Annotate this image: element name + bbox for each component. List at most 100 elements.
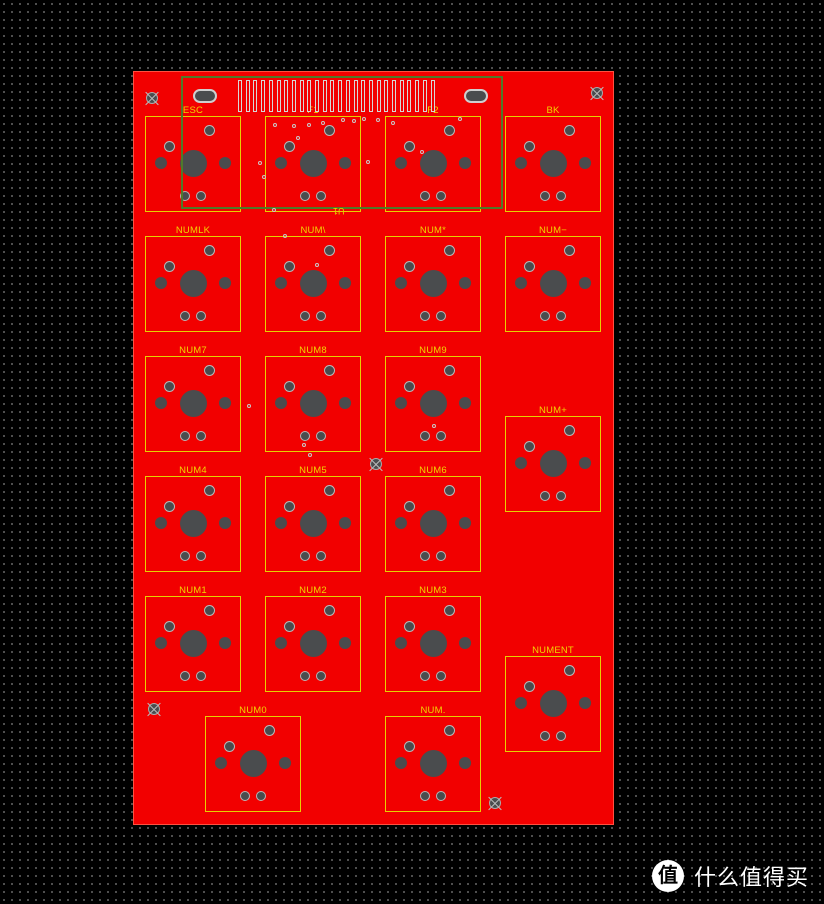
- usb-contact-finger: [361, 80, 366, 112]
- diode-pin: [316, 551, 326, 561]
- key-footprint[interactable]: [265, 116, 361, 212]
- switch-pad: [404, 381, 415, 392]
- usb-contact-finger: [392, 80, 396, 112]
- key-label: NUM−: [539, 225, 567, 236]
- switch-side-hole: [215, 757, 227, 769]
- usb-contact-finger: [399, 80, 404, 112]
- diode-pin: [240, 791, 250, 801]
- switch-side-hole: [395, 637, 407, 649]
- diode-pin: [436, 671, 446, 681]
- switch-center-hole: [540, 270, 567, 297]
- via-hole: [362, 117, 366, 121]
- switch-pad: [524, 681, 535, 692]
- switch-side-hole: [459, 157, 471, 169]
- switch-center-hole: [420, 510, 447, 537]
- diode-pin: [540, 731, 550, 741]
- key-footprint[interactable]: [145, 476, 241, 572]
- mounting-hole: [370, 458, 382, 470]
- key-footprint[interactable]: [505, 656, 601, 752]
- switch-side-hole: [155, 637, 167, 649]
- switch-pad: [404, 621, 415, 632]
- switch-side-hole: [339, 637, 351, 649]
- key-footprint[interactable]: [385, 236, 481, 332]
- switch-side-hole: [155, 517, 167, 529]
- key-footprint[interactable]: [505, 116, 601, 212]
- switch-side-hole: [219, 157, 231, 169]
- switch-pad: [204, 125, 215, 136]
- switch-side-hole: [515, 697, 527, 709]
- switch-side-hole: [275, 157, 287, 169]
- diode-pin: [420, 311, 430, 321]
- usb-contact-finger: [330, 80, 335, 112]
- switch-pad: [204, 485, 215, 496]
- via-hole: [273, 123, 277, 127]
- diode-pin: [300, 431, 310, 441]
- switch-center-hole: [300, 390, 327, 417]
- switch-side-hole: [579, 157, 591, 169]
- key-footprint[interactable]: [385, 356, 481, 452]
- switch-pad: [224, 741, 235, 752]
- switch-pad: [284, 621, 295, 632]
- mounting-hole: [489, 797, 501, 809]
- switch-pad: [444, 605, 455, 616]
- key-footprint[interactable]: [145, 116, 241, 212]
- key-label: NUM*: [419, 225, 447, 236]
- usb-contact-finger: [407, 80, 412, 112]
- switch-center-hole: [540, 450, 567, 477]
- switch-center-hole: [240, 750, 267, 777]
- switch-center-hole: [420, 750, 447, 777]
- diode-pin: [196, 671, 206, 681]
- key-footprint[interactable]: [505, 416, 601, 512]
- key-footprint[interactable]: [385, 596, 481, 692]
- usb-contact-finger: [245, 80, 250, 112]
- diode-pin: [196, 551, 206, 561]
- switch-side-hole: [219, 517, 231, 529]
- usb-contact-finger: [307, 80, 312, 112]
- switch-pad: [164, 261, 175, 272]
- via-hole: [366, 160, 370, 164]
- switch-pad: [204, 365, 215, 376]
- diode-pin: [180, 191, 190, 201]
- key-footprint[interactable]: [265, 356, 361, 452]
- diode-pin: [316, 431, 326, 441]
- diode-pin: [196, 311, 206, 321]
- key-footprint[interactable]: [265, 596, 361, 692]
- key-footprint[interactable]: [145, 356, 241, 452]
- via-hole: [341, 118, 345, 122]
- key-label: NUM.: [420, 705, 446, 716]
- diode-pin: [196, 191, 206, 201]
- diode-pin: [420, 791, 430, 801]
- usb-contact-finger: [376, 80, 381, 112]
- usb-contact-finger: [345, 80, 350, 112]
- switch-pad: [524, 441, 535, 452]
- via-hole: [420, 150, 424, 154]
- key-footprint[interactable]: [145, 596, 241, 692]
- usb-contact-finger: [238, 80, 242, 112]
- key-footprint[interactable]: [205, 716, 301, 812]
- key-footprint[interactable]: [265, 236, 361, 332]
- via-hole: [352, 119, 356, 123]
- switch-center-hole: [420, 150, 447, 177]
- via-hole: [458, 117, 462, 121]
- usb-contact-finger: [299, 80, 304, 112]
- switch-side-hole: [395, 517, 407, 529]
- switch-side-hole: [459, 517, 471, 529]
- via-hole: [432, 424, 436, 428]
- diode-pin: [420, 551, 430, 561]
- switch-pad: [564, 125, 575, 136]
- key-label: NUM8: [299, 345, 327, 356]
- key-footprint[interactable]: [385, 716, 481, 812]
- switch-pad: [284, 501, 295, 512]
- key-footprint[interactable]: [505, 236, 601, 332]
- key-label: NUM3: [419, 585, 447, 596]
- switch-side-hole: [155, 397, 167, 409]
- via-hole: [315, 263, 319, 267]
- key-footprint[interactable]: [385, 116, 481, 212]
- mounting-hole: [591, 87, 603, 99]
- key-footprint[interactable]: [265, 476, 361, 572]
- key-footprint[interactable]: [145, 236, 241, 332]
- key-footprint[interactable]: [385, 476, 481, 572]
- key-label: NUMENT: [532, 645, 574, 656]
- watermark: 值 什么值得买: [652, 858, 809, 894]
